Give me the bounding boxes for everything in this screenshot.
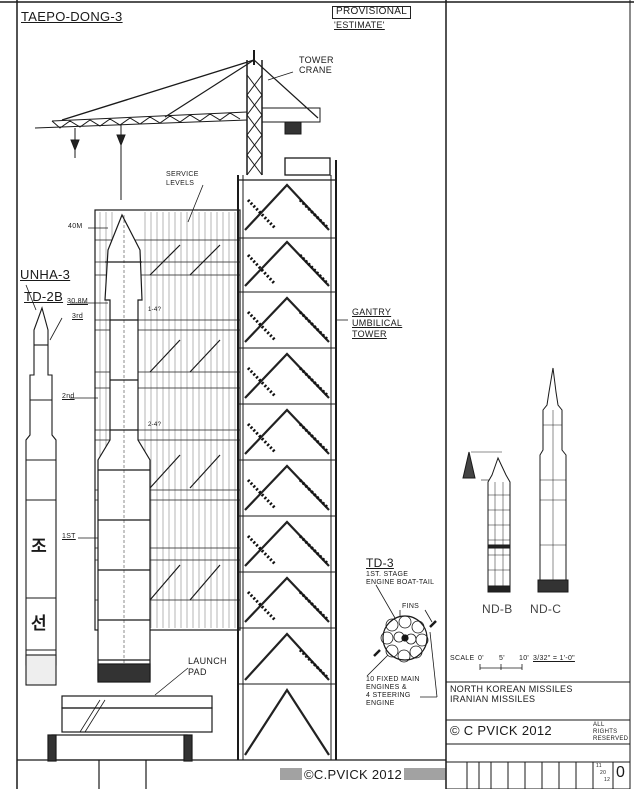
nd-b-label: ND-B xyxy=(482,602,513,616)
boattail-subtitle-2: ENGINE BOAT-TAIL xyxy=(366,579,435,586)
tower-crane xyxy=(34,50,321,200)
scale-tick-10: 10' xyxy=(519,655,530,662)
provisional-box: PROVISIONAL xyxy=(332,6,412,19)
height-30-8m-label: 30.8M xyxy=(67,298,88,305)
fins-label: FINS xyxy=(402,603,420,610)
launch-pad xyxy=(47,695,213,789)
sheet-number: 0 xyxy=(616,764,626,781)
engines-label-3: 4 STEERING xyxy=(366,692,411,699)
rights-label-2: RIGHTS xyxy=(593,729,618,735)
td-2b-label: TD-2B xyxy=(24,289,64,304)
unha-3-rocket xyxy=(25,306,57,686)
engines-label-2: ENGINES & xyxy=(366,684,407,691)
date-year: 12 xyxy=(604,777,611,783)
footer-signature: ©C.PVICK 2012 xyxy=(302,767,405,782)
scale-tick-5: 5' xyxy=(499,655,505,662)
scale-ratio: 3/32" = 1'-0" xyxy=(533,655,575,662)
stage-2nd-label: 2nd xyxy=(62,393,75,400)
title-block-line-1: NORTH KOREAN MISSILES xyxy=(450,684,573,694)
unha-3-label: UNHA-3 xyxy=(20,267,71,282)
date-month: 11 xyxy=(596,763,602,769)
drawing-title: TAEPO-DONG-3 xyxy=(21,9,123,24)
nd-b-rocket xyxy=(462,451,511,593)
gantry-label-2: UMBILICAL xyxy=(352,318,403,328)
launch-pad-label-1: LAUNCH xyxy=(188,656,227,666)
taepodong-3-rocket xyxy=(97,213,151,683)
td-3-label: TD-3 xyxy=(366,556,394,570)
tower-crane-label-2: CRANE xyxy=(299,65,333,75)
gantry-label-1: GANTRY xyxy=(352,307,392,317)
boat-tail-diagram xyxy=(366,584,438,698)
tower-crane-label-1: TOWER xyxy=(299,55,334,65)
boattail-subtitle-1: 1ST. STAGE xyxy=(366,571,409,578)
level-1-label: 1-4? xyxy=(148,307,162,313)
service-levels-label-1: SERVICE xyxy=(166,171,199,178)
rights-label-1: ALL xyxy=(593,722,605,728)
title-block xyxy=(445,681,631,790)
engines-label-1: 10 FIXED MAIN xyxy=(366,676,420,683)
korean-char-jo: 조 xyxy=(31,537,47,556)
scale-tick-0: 0' xyxy=(478,655,484,662)
scale-bar xyxy=(479,664,523,670)
rights-label-3: RESERVED xyxy=(593,736,629,742)
level-2-label: 2-4? xyxy=(148,422,162,428)
launch-pad-label-2: PAD xyxy=(188,667,207,677)
estimate-label: 'ESTIMATE' xyxy=(334,20,385,30)
gantry-umbilical-tower xyxy=(237,157,337,760)
stage-3rd-label: 3rd xyxy=(72,313,84,320)
stage-1st-label: 1ST xyxy=(62,533,76,540)
height-40m-label: 40M xyxy=(68,223,83,230)
engines-label-4: ENGINE xyxy=(366,700,395,707)
service-levels-label-2: LEVELS xyxy=(166,180,195,187)
date-day: 20 xyxy=(600,770,607,776)
title-block-line-2: IRANIAN MISSILES xyxy=(450,694,536,704)
title-block-copyright: © C PVICK 2012 xyxy=(450,723,552,738)
nd-c-label: ND-C xyxy=(530,602,562,616)
nd-c-rocket xyxy=(537,367,569,593)
scale-label: SCALE xyxy=(450,655,475,662)
gantry-label-3: TOWER xyxy=(352,329,387,339)
korean-char-seon: 선 xyxy=(31,614,47,633)
